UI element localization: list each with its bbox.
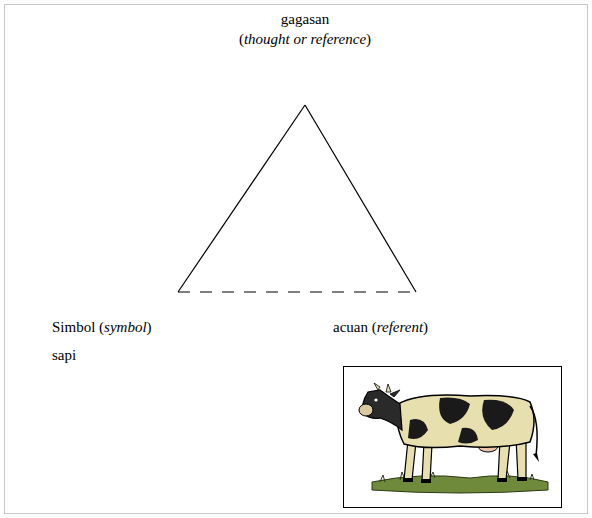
referent-picture-frame [344,367,562,508]
text-part: ) [147,319,152,335]
text-part-italic: thought or reference [244,31,366,47]
diagram-label: gagasan [281,10,329,28]
text-part: ) [366,31,371,47]
diagram-label: acuan (referent) [333,318,428,336]
text-part: ( [239,31,244,47]
text-part: Simbol ( [52,319,104,335]
text-part-italic: symbol [104,319,147,335]
triangle-side [305,105,416,292]
diagram-label: sapi [52,346,76,364]
triangle-side [178,105,305,292]
text-part-italic: referent [377,319,423,335]
diagram-label: Simbol (symbol) [52,318,152,336]
cow-illustration [359,383,548,493]
diagram-label: (thought or reference) [239,30,371,48]
text-part: acuan ( [333,319,377,335]
text-part: ) [423,319,428,335]
frame-border [5,5,588,514]
triangle-base-dashed [178,291,416,292]
